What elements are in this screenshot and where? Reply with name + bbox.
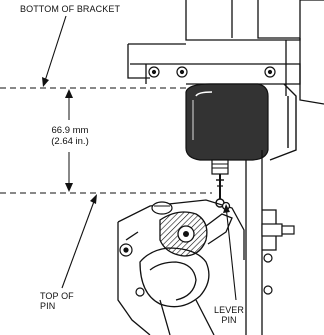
dimension-lines: [0, 87, 212, 194]
leader-lines: [43, 15, 237, 301]
right-support-column: [245, 150, 277, 335]
label-top-of-pin-line2: PIN: [40, 301, 56, 311]
dimension-label: 66.9 mm (2.64 in.): [44, 125, 96, 147]
label-lever-pin: LEVER PIN: [214, 305, 244, 325]
bracket-arm: [269, 83, 297, 161]
dimension-in: (2.64 in.): [51, 136, 89, 147]
label-lever-pin-line1: LEVER: [214, 305, 245, 315]
actuator-canister: [185, 83, 269, 208]
adjusting-screw: [261, 223, 295, 295]
leader-arrowheads: [42, 77, 230, 213]
label-top-of-pin: TOP OF PIN: [40, 291, 74, 311]
label-top-of-pin-line1: TOP OF: [40, 291, 74, 301]
dimension-arrowheads: [65, 89, 73, 192]
label-lever-pin-line2: PIN: [221, 315, 237, 325]
lower-linkage-housing: [117, 199, 245, 335]
bracket-bolts: [148, 66, 276, 78]
label-bottom-of-bracket: BOTTOM OF BRACKET: [20, 4, 121, 14]
dimension-mm: 66.9 mm: [51, 125, 89, 136]
throttle-cam: [151, 201, 208, 257]
lower-bolts: [119, 243, 145, 297]
